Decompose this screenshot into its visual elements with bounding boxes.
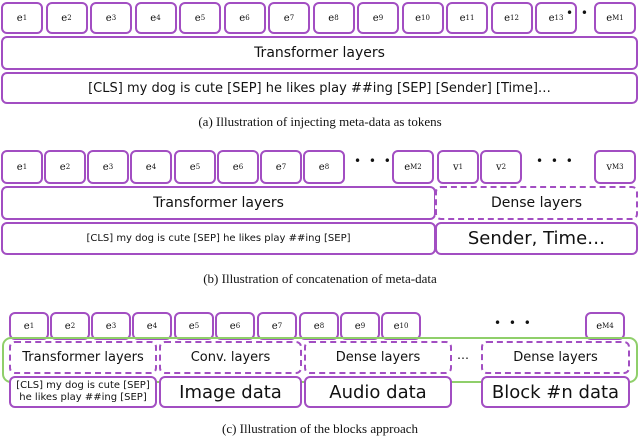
- panel-b-layer-right-label: Dense layers: [490, 195, 583, 211]
- panel-b-ellipsis: • • •: [536, 154, 575, 168]
- panel-c-layer-label-1: Transformer layers: [22, 350, 144, 365]
- panel-b-layer-left-label: Transformer layers: [153, 195, 284, 211]
- panel-c-input-label-3: Audio data: [329, 381, 427, 403]
- panel-a-transformer-layers: Transformer layers: [1, 36, 638, 70]
- panel-c-dense-layers-audio: Dense layers: [304, 341, 452, 374]
- panel-c-layer-label-5: Dense layers: [513, 350, 598, 365]
- panel-b-caption: (b) Illustration of concatenation of met…: [203, 271, 437, 286]
- panel-c-caption: (c) Illustration of the blocks approach: [221, 421, 418, 436]
- panel-c-conv-layers: Conv. layers: [159, 341, 302, 374]
- panel-c-input-text-line1: [CLS] my dog is cute [SEP]: [16, 380, 150, 391]
- panel-c-dense-layers-n: Dense layers: [481, 341, 630, 374]
- panel-c-text-input: [CLS] my dog is cute [SEP] he likes play…: [9, 376, 157, 408]
- panel-c-layer-label-3: Dense layers: [335, 350, 421, 365]
- panel-b-input-right-text: Sender, Time…: [467, 228, 606, 249]
- panel-c-layer-ellipsis: …: [457, 348, 471, 362]
- panel-c-layer-label-2: Conv. layers: [190, 350, 271, 365]
- panel-c-transformer-layers: Transformer layers: [9, 341, 157, 374]
- panel-b-meta-input: Sender, Time…: [435, 222, 638, 255]
- panel-a-layer-label: Transformer layers: [254, 45, 385, 61]
- panel-a-ellipsis: • • •: [566, 6, 605, 20]
- panel-c-block-n-input: Block #n data: [481, 376, 630, 408]
- panel-c-input-label-4: Block #n data: [491, 381, 620, 403]
- panel-c-audio-input: Audio data: [304, 376, 452, 408]
- panel-c-input-text-line2: he likes play ##ing [SEP]: [19, 392, 147, 403]
- panel-c-input-label-2: Image data: [179, 381, 282, 403]
- panel-b-dense-layers: Dense layers: [435, 186, 638, 220]
- panel-b-text-input: [CLS] my dog is cute [SEP] he likes play…: [1, 222, 436, 255]
- panel-c-image-input: Image data: [159, 376, 302, 408]
- panel-b-input-left-text: [CLS] my dog is cute [SEP] he likes play…: [86, 233, 351, 244]
- panel-a-caption: (a) Illustration of injecting meta-data …: [198, 114, 442, 129]
- panel-a-input-text: [CLS] my dog is cute [SEP] he likes play…: [88, 80, 551, 96]
- panel-b-ellipsis: • • •: [354, 154, 393, 168]
- panel-a-input-sequence: [CLS] my dog is cute [SEP] he likes play…: [1, 72, 638, 104]
- panel-b-transformer-layers: Transformer layers: [1, 186, 436, 220]
- panel-c-ellipsis: • • •: [494, 316, 533, 330]
